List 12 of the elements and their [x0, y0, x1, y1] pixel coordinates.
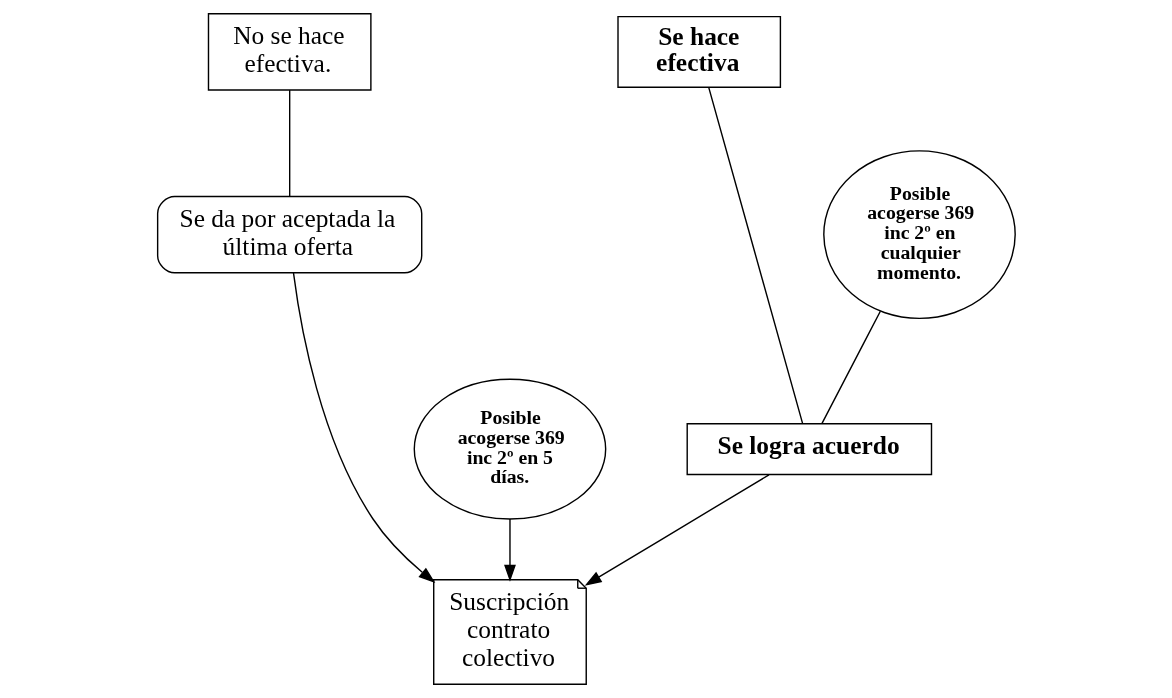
- arrow: [584, 474, 770, 586]
- node-box: No se hace efectiva.: [207, 13, 372, 91]
- arrow: [292, 272, 435, 583]
- arrow: [503, 518, 516, 582]
- node-box: Se hace efectiva: [616, 15, 781, 88]
- connector: [288, 89, 290, 198]
- connector: [707, 86, 803, 425]
- node-ellipse: Posible acogerse 369 inc 2º en cualquier momento.: [822, 150, 1016, 320]
- node-box: Se da por aceptada la última oferta: [156, 195, 422, 274]
- node-box: Se logra acuerdo: [686, 423, 932, 476]
- connector: [820, 310, 881, 425]
- node-ellipse: Posible acogerse 369 inc 2º en 5 días.: [413, 378, 606, 520]
